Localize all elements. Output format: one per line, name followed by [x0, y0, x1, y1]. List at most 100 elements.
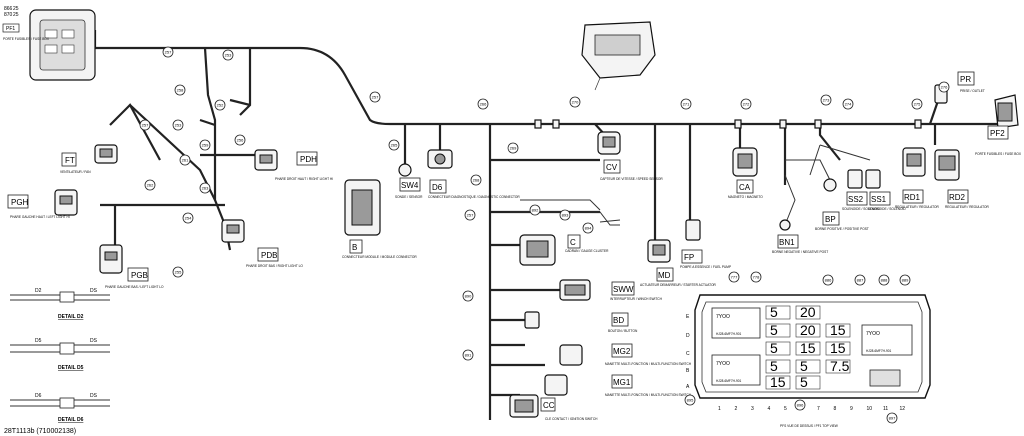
fuse-value: 5: [770, 358, 778, 374]
svg-text:271: 271: [683, 102, 690, 107]
callout-bubble: 271: [680, 98, 692, 110]
callout-bubble: 266: [477, 98, 489, 110]
component-tag-c: C: [570, 238, 576, 247]
svg-text:274: 274: [845, 102, 852, 107]
callout-bubble: 259: [199, 139, 211, 151]
component-tag-mg1: MG1: [613, 378, 631, 387]
svg-text:253: 253: [175, 123, 182, 128]
relay-part-1: HJ28-6MF7H-901: [716, 332, 742, 336]
fuse-value: 15: [800, 340, 816, 356]
callout-bubble: 274: [842, 98, 854, 110]
callout-bubble: 270: [569, 96, 581, 108]
component-c: C CADRAN / GAUGE CLUSTER: [519, 234, 609, 266]
component-tag-cv: CV: [606, 163, 618, 172]
svg-text:254: 254: [185, 216, 192, 221]
fuse-column-label: 7: [817, 406, 820, 412]
svg-text:889: 889: [902, 278, 909, 283]
svg-text:269: 269: [510, 146, 517, 151]
svg-text:270: 270: [572, 100, 579, 105]
callout-bubble: 252: [214, 99, 226, 111]
component-ss2: SS2 SOLENOIDE / SOLENOID: [842, 169, 880, 211]
fuse-slot: [825, 323, 851, 338]
component-pdb: PDB PHARE DROIT BAS / RIGHT LIGHT LO: [221, 219, 303, 268]
component-tag-bd: BD: [613, 316, 624, 325]
svg-text:258: 258: [177, 88, 184, 93]
svg-text:259: 259: [202, 143, 209, 148]
component-caption-c: CADRAN / GAUGE CLUSTER: [565, 249, 609, 253]
fuse-row-label: C: [686, 351, 690, 357]
svg-text:896: 896: [797, 403, 804, 408]
fuse-slot: [825, 359, 851, 374]
callout-bubble: 257: [369, 91, 381, 103]
relay-tag-1: 7YOO: [716, 314, 730, 320]
component-mg2: MG2 MANETTE MULTI-FONCTION / MULTI-FUNCT…: [559, 343, 692, 366]
svg-text:257: 257: [165, 50, 172, 55]
callout-bubble: 263: [199, 182, 211, 194]
fuse-column-label: 3: [751, 406, 754, 412]
svg-text:266: 266: [480, 102, 487, 107]
component-tag-ft: FT: [65, 156, 75, 165]
detail-d6-num-a: D6: [35, 393, 42, 399]
component-tag-ca: CA: [739, 183, 751, 192]
component-caption-bn1: BORNE NEGATIVE / NEGATIVE POST: [772, 250, 828, 254]
fuse-slot: [765, 375, 791, 390]
component-caption-ft: VENTILATEUR / FAN: [60, 170, 91, 174]
svg-text:263: 263: [202, 186, 209, 191]
fuse-value: 5: [770, 304, 778, 320]
svg-text:886: 886: [825, 278, 832, 283]
component-pf2: PF2 PORTE FUSIBLES / FUSE BOX: [975, 94, 1022, 156]
callout-bubble: 894: [582, 222, 594, 234]
callout-bubble: 889: [899, 274, 911, 286]
svg-text:261: 261: [182, 158, 189, 163]
component-tag-pgh: PGH: [11, 198, 29, 207]
detail-d5-num-b: DS: [90, 338, 98, 344]
svg-text:893: 893: [562, 213, 569, 218]
svg-text:252: 252: [217, 103, 224, 108]
component-cv: CV CAPTEUR DE VITESSE / SPEED SENSOR: [597, 131, 663, 181]
harness-clips: [534, 119, 922, 129]
component-caption-pdb: PHARE DROIT BAS / RIGHT LIGHT LO: [246, 264, 303, 268]
component-tag-pr: PR: [960, 75, 971, 84]
component-bp: BP BORNE POSITIVE / POSITIVE POST: [815, 178, 869, 231]
component-caption-cv: CAPTEUR DE VITESSE / SPEED SENSOR: [600, 177, 663, 181]
fuse-box-number-3: 870: [4, 12, 13, 18]
callout-bubble: 262: [144, 179, 156, 191]
component-caption-fp: POMPE A ESSENCE / FUEL PUMP: [680, 265, 731, 269]
callout-bubble: 253: [222, 49, 234, 61]
relay-tag-2: 7YOO: [716, 361, 730, 367]
component-bn1: BN1 BORNE NEGATIVE / NEGATIVE POST: [772, 219, 828, 254]
fuse-box-number-4: 25: [13, 12, 19, 18]
component-tag-pdb: PDB: [261, 251, 277, 260]
fuse-value: 5: [770, 322, 778, 338]
fuse-value: 20: [800, 322, 816, 338]
svg-text:272: 272: [743, 102, 750, 107]
callout-bubble: 895: [684, 394, 696, 406]
fuse-row-label: E: [686, 314, 690, 320]
component-caption-pr: PRISE / OUTLET: [960, 89, 985, 93]
callout-bubble: 897: [886, 412, 898, 424]
svg-text:892: 892: [532, 208, 539, 213]
svg-text:887: 887: [857, 278, 864, 283]
fuse-value: 15: [830, 340, 846, 356]
fuse-slot: [765, 305, 791, 320]
component-pgh: PGH PHARE GAUCHE HAUT / LEFT LIGHT HI: [7, 189, 78, 219]
component-ss1: SS1 SOLENOIDE / SOLENOID: [865, 169, 906, 211]
svg-text:255: 255: [175, 270, 182, 275]
component-tag-d6: D6: [432, 183, 443, 192]
drawing-reference: 28T1113b (710002138): [4, 428, 76, 435]
callout-bubble: 887: [854, 274, 866, 286]
fuse-value: 15: [770, 374, 786, 390]
component-tag-pf2: PF2: [990, 129, 1005, 138]
component-caption-pgh: PHARE GAUCHE HAUT / LEFT LIGHT HI: [10, 215, 70, 219]
callout-bubble: 273: [820, 94, 832, 106]
svg-text:256: 256: [237, 138, 244, 143]
callout-bubble: 255: [172, 266, 184, 278]
callout-group: 257 253 258 252 253 257 259 261 262 263 254 255 256 2…: [139, 46, 950, 424]
svg-text:890: 890: [465, 294, 472, 299]
component-sw4: SW4 SONDE / SENSOR: [395, 163, 423, 199]
callout-bubble: 275: [911, 98, 923, 110]
fuse-slot: [765, 359, 791, 374]
fuse-row-label: D: [686, 333, 690, 339]
